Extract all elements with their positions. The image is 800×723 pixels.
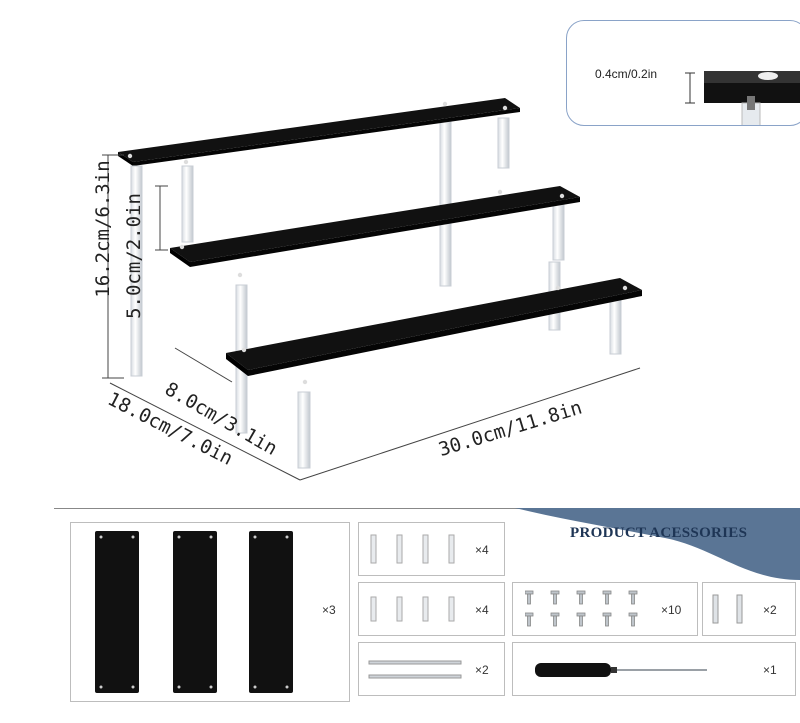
screws-graphic bbox=[525, 590, 638, 627]
connectors-qty: ×2 bbox=[763, 603, 777, 617]
display-stand-illustration bbox=[102, 98, 642, 481]
middle-shelf bbox=[170, 186, 580, 278]
thickness-label: 0.4cm/0.2in bbox=[595, 67, 658, 81]
connectors-box: ×2 bbox=[702, 582, 796, 636]
screws-box: ×10 bbox=[512, 582, 698, 636]
screws-qty: ×10 bbox=[661, 603, 682, 617]
thickness-detail-inset: 0.4cm/0.2in bbox=[566, 20, 800, 126]
pins-qty: ×2 bbox=[475, 663, 489, 677]
pins-graphic bbox=[368, 660, 462, 679]
pins-box: ×2 bbox=[358, 642, 505, 696]
long-rods-graphic bbox=[370, 534, 455, 564]
screwdriver-box: ×1 bbox=[512, 642, 796, 696]
dimension-lines bbox=[102, 154, 641, 481]
accessories-banner-shape bbox=[515, 508, 800, 580]
accessories-title: PRODUCT ACESSORIES bbox=[570, 525, 748, 541]
tier-height-label: 5.0cm/2.0in bbox=[123, 193, 145, 319]
panels-box: ×3 bbox=[70, 522, 350, 702]
top-shelf bbox=[118, 98, 520, 166]
thickness-detail-graphic bbox=[685, 71, 800, 125]
screwdriver-qty: ×1 bbox=[763, 663, 777, 677]
total-height-label: 16.2cm/6.3in bbox=[92, 160, 114, 298]
long-rods-qty: ×4 bbox=[475, 543, 489, 557]
long-rods-box: ×4 bbox=[358, 522, 505, 576]
screwdriver-icon bbox=[535, 663, 707, 677]
bottom-shelf bbox=[226, 278, 642, 385]
short-rods-box: ×4 bbox=[358, 582, 505, 636]
connectors-graphic bbox=[712, 594, 743, 624]
section-divider bbox=[54, 508, 800, 509]
acrylic-panels-graphic bbox=[95, 531, 293, 693]
panels-qty: ×3 bbox=[322, 603, 336, 617]
short-rods-qty: ×4 bbox=[475, 603, 489, 617]
short-rods-graphic bbox=[370, 596, 455, 622]
